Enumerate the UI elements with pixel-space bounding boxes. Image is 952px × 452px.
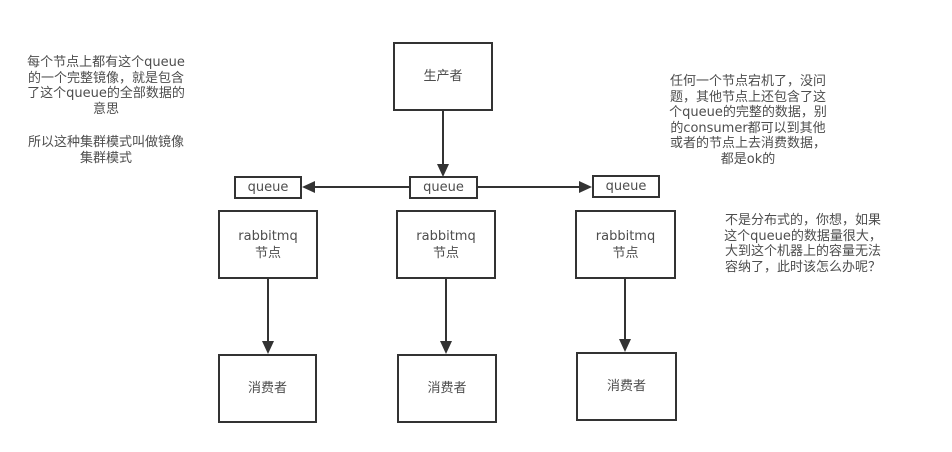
arrow-middle-node-to-consumer <box>440 279 452 354</box>
annotation-failover: 任何一个节点宕机了，没问题，其他节点上还包含了这个queue的完整的数据，别的c… <box>669 74 827 167</box>
rabbitmq-node-box-right: rabbitmq 节点 <box>575 210 676 279</box>
queue-box-left: queue <box>234 176 302 199</box>
consumer-box-middle: 消费者 <box>397 354 497 423</box>
consumer-box-left: 消费者 <box>218 354 317 423</box>
arrow-middle-queue-to-right-queue <box>478 181 592 193</box>
arrow-right-node-to-consumer <box>619 279 631 352</box>
annotation-not-distributed: 不是分布式的，你想，如果这个queue的数据量很大，大到这个机器上的容量无法容纳… <box>724 213 882 275</box>
rabbitmq-node-box-middle: rabbitmq 节点 <box>396 210 496 279</box>
arrow-left-node-to-consumer <box>262 279 274 354</box>
rabbitmq-node-box-left: rabbitmq 节点 <box>218 210 318 279</box>
arrow-producer-to-middle-queue <box>437 111 449 177</box>
node-label-line1: rabbitmq <box>416 228 476 244</box>
node-label-line2: 节点 <box>612 245 639 261</box>
node-label-line1: rabbitmq <box>595 228 656 244</box>
producer-box: 生产者 <box>393 42 493 111</box>
node-label-line2: 节点 <box>432 245 459 261</box>
queue-box-middle: queue <box>409 176 478 199</box>
consumer-box-right: 消费者 <box>576 352 677 421</box>
node-label-line1: rabbitmq <box>238 228 298 244</box>
queue-box-right: queue <box>592 175 660 198</box>
node-label-line2: 节点 <box>254 245 281 261</box>
arrow-middle-queue-to-left-queue <box>302 181 409 193</box>
